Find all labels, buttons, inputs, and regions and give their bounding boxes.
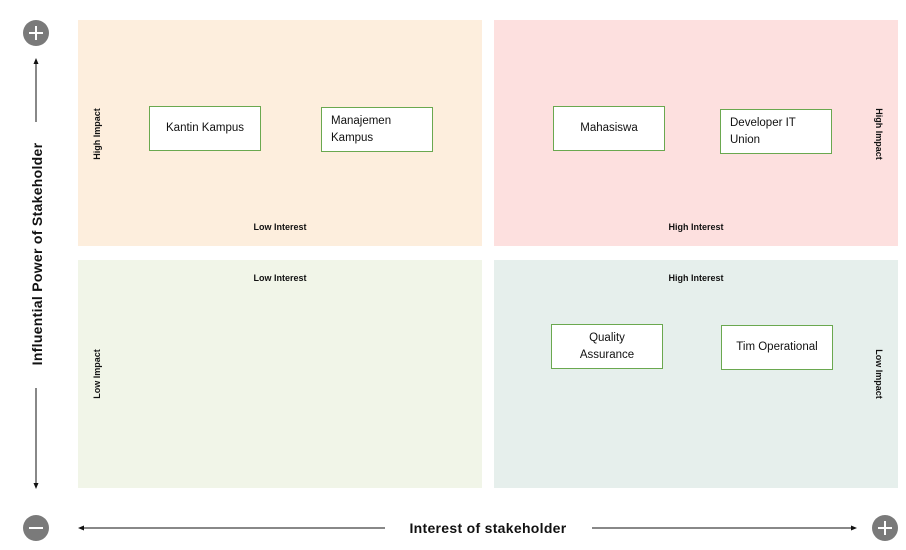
stakeholder-box[interactable]: Manajemen Kampus [321, 107, 433, 152]
quadrant-low-impact-low-interest [78, 260, 482, 488]
stakeholder-box[interactable]: Mahasiswa [553, 106, 665, 151]
bl-interest-label: Low Interest [253, 273, 307, 283]
stakeholder-label: Quality Assurance [579, 331, 635, 361]
tr-interest-label: High Interest [668, 222, 724, 232]
plus-icon [872, 515, 898, 541]
minus-icon [23, 515, 49, 541]
stakeholder-box[interactable]: Kantin Kampus [149, 106, 261, 151]
stakeholder-label: Manajemen Kampus [331, 114, 392, 144]
br-interest-label: High Interest [668, 273, 724, 283]
stakeholder-box[interactable]: Tim Operational [721, 325, 833, 370]
stakeholder-label: Mahasiswa [580, 122, 638, 134]
stakeholder-label: Kantin Kampus [166, 122, 244, 134]
y-axis-title: Influential Power of Stakeholder [29, 142, 45, 366]
stakeholder-box[interactable]: Developer IT Union [720, 109, 832, 154]
stakeholder-label: Tim Operational [736, 341, 818, 353]
x-axis-title: Interest of stakeholder [409, 520, 567, 536]
quadrant-low-impact-high-interest [494, 260, 898, 488]
stakeholder-box[interactable]: Quality Assurance [551, 324, 663, 369]
stakeholder-label: Developer IT Union [730, 116, 796, 146]
plus-icon [23, 20, 49, 46]
tl-interest-label: Low Interest [253, 222, 307, 232]
